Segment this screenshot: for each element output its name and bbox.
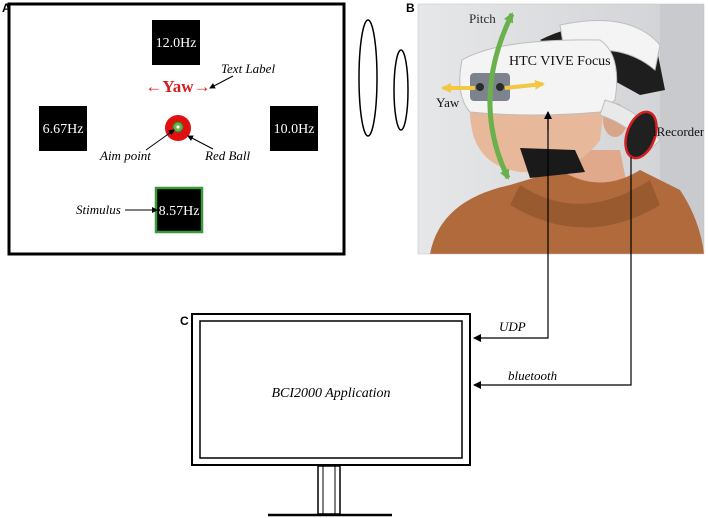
irecorder-device [624,110,658,160]
panel-c: C BCI2000 Application [180,313,471,517]
stimulus-bottom-label: 8.57Hz [159,204,200,219]
udp-connection [473,112,549,342]
panel-a-letter: A [2,1,11,15]
headset-camera-right [496,83,504,91]
stimulus-top-label: 12.0Hz [156,36,197,51]
bci2000-app-label: BCI2000 Application [271,386,390,401]
stimulus-right-label: 10.0Hz [274,122,315,137]
red-ball-caption: Red Ball [204,148,251,163]
bluetooth-label: bluetooth [508,368,557,383]
text-label-caption: Text Label [221,61,275,76]
bluetooth-connection [473,157,632,389]
pitch-label: Pitch [469,11,496,26]
headset-camera-left [476,83,484,91]
stimulus-right: 10.0Hz [270,106,318,151]
irecorder-label: iRecorder [653,124,705,139]
aim-point-pointer [145,129,175,151]
udp-label: UDP [499,319,526,334]
lens-large [358,19,378,137]
stimulus-top: 12.0Hz [152,20,200,65]
panel-c-letter: C [180,314,189,328]
lens-medium [393,49,409,131]
panel-b-letter: B [406,1,415,15]
yaw-label: ←Yaw→ [145,77,210,96]
panel-a: A 12.0Hz ←Yaw→ Text Label 6.67Hz 10.0Hz … [2,1,346,256]
red-ball-pointer [187,135,214,150]
stimulus-bottom: 8.57Hz [154,186,204,234]
stimulus-left-label: 6.67Hz [43,122,84,137]
chin-strap [520,148,585,178]
photo-border [417,3,705,255]
panel-b: B [406,1,705,255]
stimulus-left: 6.67Hz [39,106,87,151]
headset-label: HTC VIVE Focus [509,54,611,69]
connections: UDP bluetooth [473,111,632,389]
yaw-photo-label: Yaw [436,95,460,110]
stimulus-right-square [270,106,318,151]
text-label-pointer [209,75,234,89]
aim-point-center [176,125,180,129]
aim-point-caption: Aim point [99,148,151,163]
pitch-arrow [487,12,515,180]
stimulus-caption: Stimulus [76,202,121,217]
headset-photo: Pitch HTC VIVE Focus Yaw iRecorder [418,4,705,254]
stimulus-left-square [39,106,87,151]
monitor-neck [317,465,341,515]
stimulus-top-square [152,20,200,65]
monitor-screen [199,320,463,459]
yaw-arrow-right [504,79,545,90]
